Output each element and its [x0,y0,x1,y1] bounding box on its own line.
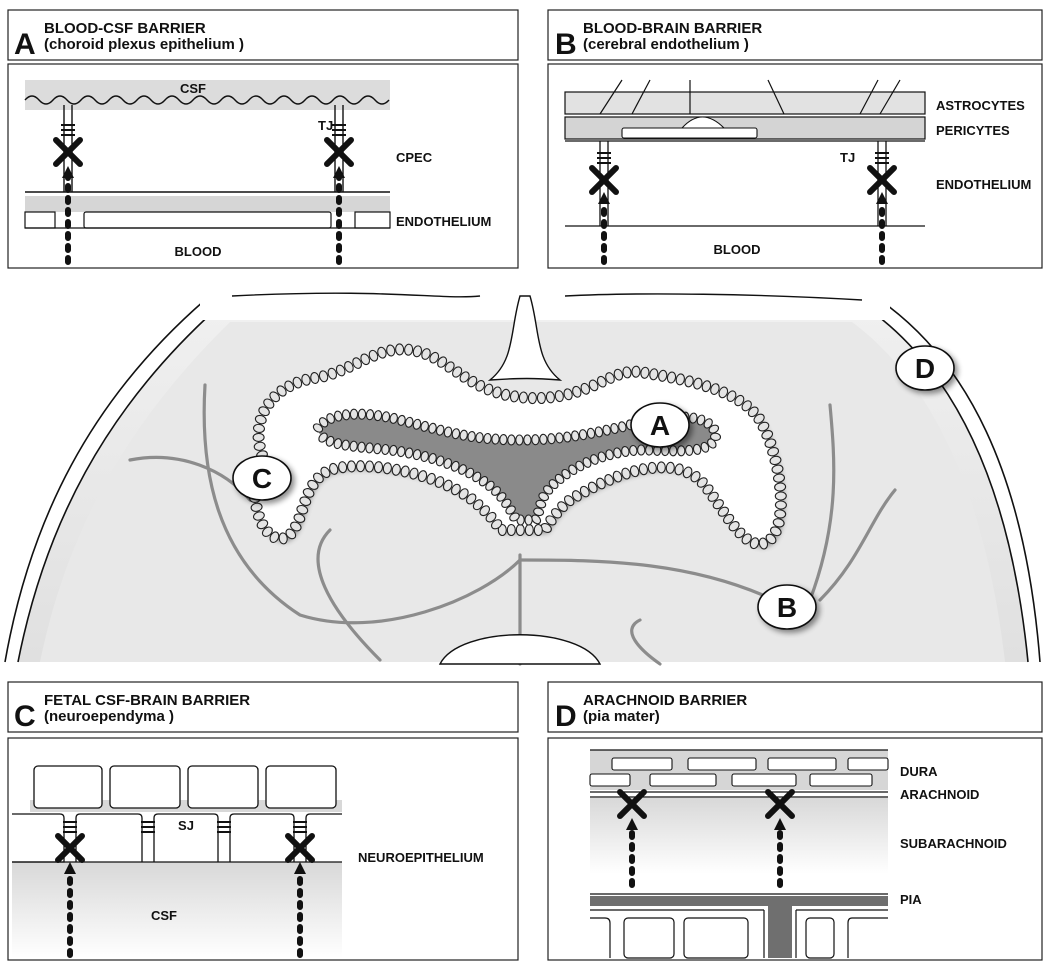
panel-a-endothelium-label: ENDOTHELIUM [396,214,491,229]
brain-section: A B C D [5,290,1040,664]
brain-marker-d: D [896,346,954,390]
panel-d-arachnoid-label: ARACHNOID [900,787,979,802]
panel-d: D ARACHNOID BARRIER (pia mater) [548,682,1042,960]
panel-d-letter: D [555,700,577,733]
panel-a-title: BLOOD-CSF BARRIER [44,20,206,37]
panel-c-letter: C [14,700,36,733]
brain-marker-b: B [758,585,816,629]
panel-b-astrocytes-label: ASTROCYTES [936,98,1025,113]
panel-b-pericytes-label: PERICYTES [936,123,1010,138]
panel-d-dura-label: DURA [900,764,938,779]
panel-d-title: ARACHNOID BARRIER [583,692,747,709]
brain-marker-label: D [915,353,935,384]
panel-b-subtitle: (cerebral endothelium ) [583,36,749,53]
panel-b-letter: B [555,28,577,61]
brain-marker-label: B [777,592,797,623]
brain-marker-a: A [631,403,689,447]
panel-b-title: BLOOD-BRAIN BARRIER [583,20,762,37]
panel-a-endothelial-cell [84,212,331,228]
panel-d-pia-label: PIA [900,892,922,907]
panel-a-tj-label: TJ [318,118,333,133]
panel-a-csf-label: CSF [180,81,206,96]
panel-c-subtitle: (neuroependyma ) [44,708,174,725]
panel-b-tj-label: TJ [840,150,855,165]
brain-marker-label: C [252,463,272,494]
panel-a-cpec-label: CPEC [396,150,433,165]
panel-b: B BLOOD-BRAIN BARRIER (cerebral endothel… [548,10,1042,268]
brain-marker-c: C [233,456,291,500]
panel-c-title: FETAL CSF-BRAIN BARRIER [44,692,250,709]
panel-a-subtitle: (choroid plexus epithelium ) [44,36,244,53]
panel-b-endothelium-label: ENDOTHELIUM [936,177,1031,192]
panel-b-blood-label: BLOOD [714,242,761,257]
panel-c: C FETAL CSF-BRAIN BARRIER (neuroependyma… [8,682,518,960]
panel-c-csf-region [12,862,342,958]
panel-c-neuroepithelium-label: NEUROEPITHELIUM [358,850,484,865]
panel-c-csf-label: CSF [151,908,177,923]
panel-b-astrocyte-layer [565,92,925,114]
panel-a-letter: A [14,28,36,61]
brain-marker-label: A [650,410,670,441]
panel-a-blood-label: BLOOD [175,244,222,259]
panel-d-pia-layer [590,896,888,906]
panel-d-subtitle: (pia mater) [583,708,660,725]
panel-c-sj-label: SJ [178,818,194,833]
panel-a: A BLOOD-CSF BARRIER (choroid plexus epit… [8,10,518,268]
panel-d-subarachnoid-label: SUBARACHNOID [900,836,1007,851]
